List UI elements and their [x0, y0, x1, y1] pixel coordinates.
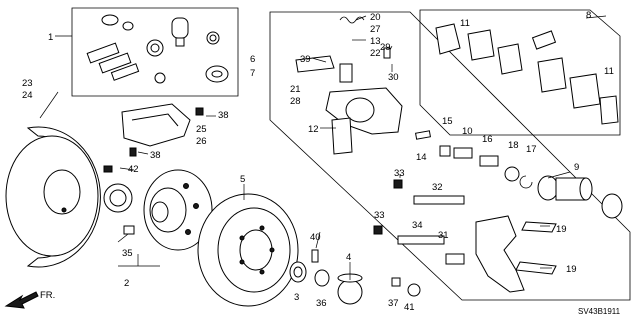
direction-label: FR. — [40, 290, 55, 301]
screw-40 — [311, 249, 319, 263]
brake-pads — [435, 23, 619, 125]
callout-label: 12 — [308, 124, 319, 135]
callout-label: 31 — [438, 230, 449, 241]
callout-label: 30 — [388, 72, 399, 83]
kit-frame — [71, 7, 239, 97]
callout-label: 29 — [380, 42, 391, 53]
callout-label: 33 — [374, 210, 385, 221]
callout-label: 18 — [508, 140, 519, 151]
callout-label: 22 — [370, 48, 381, 59]
cylinder-9 — [537, 175, 623, 219]
callout-label: 39 — [300, 54, 311, 65]
callout-label: 3 — [294, 292, 299, 303]
guide-pins — [373, 179, 465, 265]
callout-label: 20 — [370, 12, 381, 23]
callout-label: 8 — [586, 10, 591, 21]
hub-assembly — [143, 169, 213, 251]
callout-label: 28 — [290, 96, 301, 107]
bleeder-29 — [383, 47, 391, 59]
callout-label: 38 — [150, 150, 161, 161]
spring-20 — [339, 16, 365, 24]
washer-41 — [407, 283, 421, 297]
callout-label: 7 — [250, 68, 255, 79]
caliper-bracket — [475, 215, 525, 293]
callout-label: 41 — [404, 302, 415, 313]
callout-label: 35 — [122, 248, 133, 259]
callout-label: 6 — [250, 54, 255, 65]
callout-label: 32 — [432, 182, 443, 193]
pad-frame — [419, 9, 621, 136]
bolt-37 — [391, 277, 401, 287]
callout-label: 1 — [48, 32, 53, 43]
callout-label: 16 — [482, 134, 493, 145]
callout-label: 2 — [124, 278, 129, 289]
wheel-bearing — [103, 183, 133, 213]
callout-label: 4 — [346, 252, 351, 263]
callout-label: 9 — [574, 162, 579, 173]
callout-label: 42 — [128, 164, 139, 175]
hub-bolt-35 — [123, 225, 135, 235]
callout-label: 21 — [290, 84, 301, 95]
callout-label: 24 — [22, 90, 33, 101]
bracket-12 — [331, 117, 353, 155]
bolt-38-lower — [129, 147, 137, 157]
callout-label: 33 — [394, 168, 405, 179]
diagram-code: SV43B1911 — [578, 307, 621, 316]
washer-3 — [289, 261, 307, 283]
callout-label: 38 — [218, 110, 229, 121]
backing-plate — [5, 126, 101, 268]
callout-label: 11 — [460, 18, 470, 29]
callout-label: 37 — [388, 298, 399, 309]
callout-label: 27 — [370, 24, 381, 35]
cap-4 — [337, 273, 363, 305]
pin-14 — [415, 130, 431, 140]
brake-rotor — [197, 193, 299, 307]
callout-label: 5 — [240, 174, 245, 185]
clips-19 — [515, 221, 557, 275]
callout-label: 36 — [316, 298, 327, 309]
splash-bracket — [121, 103, 191, 147]
callouts: 1 2 3 4 5 6 7 8 9 10 11 11 12 13 14 15 1… — [22, 10, 614, 313]
caliper-frame — [269, 11, 631, 301]
front-direction-arrow: FR. — [4, 290, 55, 309]
seal-kit — [86, 14, 229, 84]
callout-label: 17 — [526, 144, 537, 155]
callout-label: 26 — [196, 136, 207, 147]
callout-label: 11 — [604, 66, 614, 77]
bolt-38-upper — [195, 107, 204, 116]
callout-label: 19 — [566, 264, 577, 275]
callout-label: 25 — [196, 124, 207, 135]
callout-label: 19 — [556, 224, 567, 235]
piston-parts — [439, 145, 533, 189]
callout-label: 10 — [462, 126, 473, 137]
callout-label: 14 — [416, 152, 427, 163]
callout-label: 13 — [370, 36, 381, 47]
hub-bolt-42 — [103, 165, 113, 173]
callout-label: 40 — [310, 232, 321, 243]
callout-label: 23 — [22, 78, 33, 89]
callout-label: 15 — [442, 116, 453, 127]
callout-label: 34 — [412, 220, 423, 231]
nut-36 — [314, 269, 330, 287]
leader-lines — [39, 15, 607, 280]
